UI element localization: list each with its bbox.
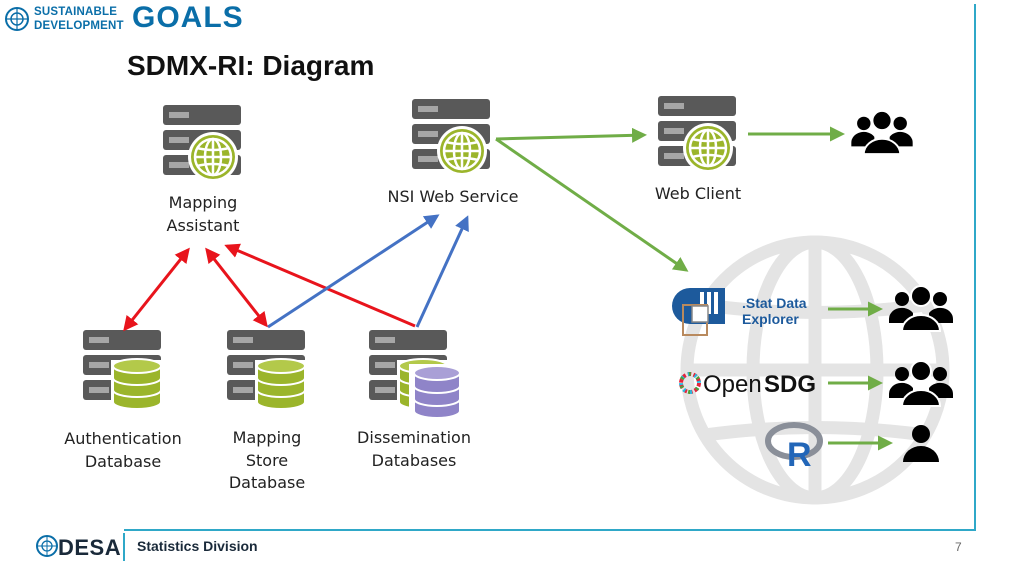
web-client-users-people-group-icon bbox=[851, 110, 913, 156]
open-sdg-suffix: SDG bbox=[764, 371, 816, 398]
authentication-server-database-icon bbox=[83, 330, 162, 410]
nsi-web-service-server-globe-icon bbox=[412, 99, 492, 178]
un-emblem-icon bbox=[36, 535, 58, 557]
footer-separator bbox=[123, 533, 125, 561]
dissemination-server-database-icon bbox=[369, 330, 465, 420]
stat-data-explorer-logo: .Stat Data Explorer bbox=[672, 288, 807, 336]
dissemination-databases-label: Dissemination Databases bbox=[357, 428, 471, 470]
bottom-rule bbox=[124, 529, 976, 531]
arrow-nsi-web-client bbox=[495, 127, 647, 143]
nsi-web-service-label: NSI Web Service bbox=[387, 187, 519, 206]
footer-division: Statistics Division bbox=[137, 538, 258, 554]
mapping-store-database-label: Mapping Store Database bbox=[228, 428, 306, 492]
arrow-dissemination-mapping-assistant bbox=[224, 243, 416, 328]
open-sdg-prefix: Open bbox=[703, 371, 762, 398]
authentication-database-label: Authentication Database bbox=[64, 429, 182, 471]
stat-data-explorer-line2: Explorer bbox=[742, 311, 799, 327]
un-emblem-icon bbox=[5, 7, 29, 31]
brand-goals: GOALS bbox=[132, 1, 244, 34]
r-letter: R bbox=[787, 436, 812, 474]
r-logo: R bbox=[765, 422, 823, 474]
sdg-logo: SUSTAINABLE DEVELOPMENT GOALS bbox=[4, 1, 244, 36]
right-rule bbox=[974, 4, 976, 530]
web-client-label: Web Client bbox=[654, 184, 742, 203]
mapping-store-server-database-icon bbox=[227, 330, 306, 410]
open-sdg-logo: Open SDG bbox=[679, 371, 816, 398]
page-number: 7 bbox=[955, 540, 962, 554]
mapping-assistant-label: Mapping Assistant bbox=[166, 193, 240, 235]
arrow-auth-mapping-assistant bbox=[123, 247, 190, 332]
brand-line-2: DEVELOPMENT bbox=[34, 20, 124, 32]
brand-line-1: SUSTAINABLE bbox=[34, 6, 118, 18]
stat-data-explorer-line1: .Stat Data bbox=[742, 295, 807, 311]
arrow-store-mapping-assistant bbox=[205, 247, 268, 328]
page-title: SDMX-RI: Diagram bbox=[127, 50, 375, 81]
arrow-store-nsi bbox=[267, 214, 440, 329]
arrow-nsi-globe bbox=[495, 137, 689, 272]
footer-org: DESA bbox=[58, 535, 122, 560]
arrow-dissemination-nsi bbox=[415, 215, 469, 328]
web-client-server-globe-icon bbox=[658, 96, 738, 175]
mapping-assistant-server-globe-icon bbox=[163, 105, 243, 184]
